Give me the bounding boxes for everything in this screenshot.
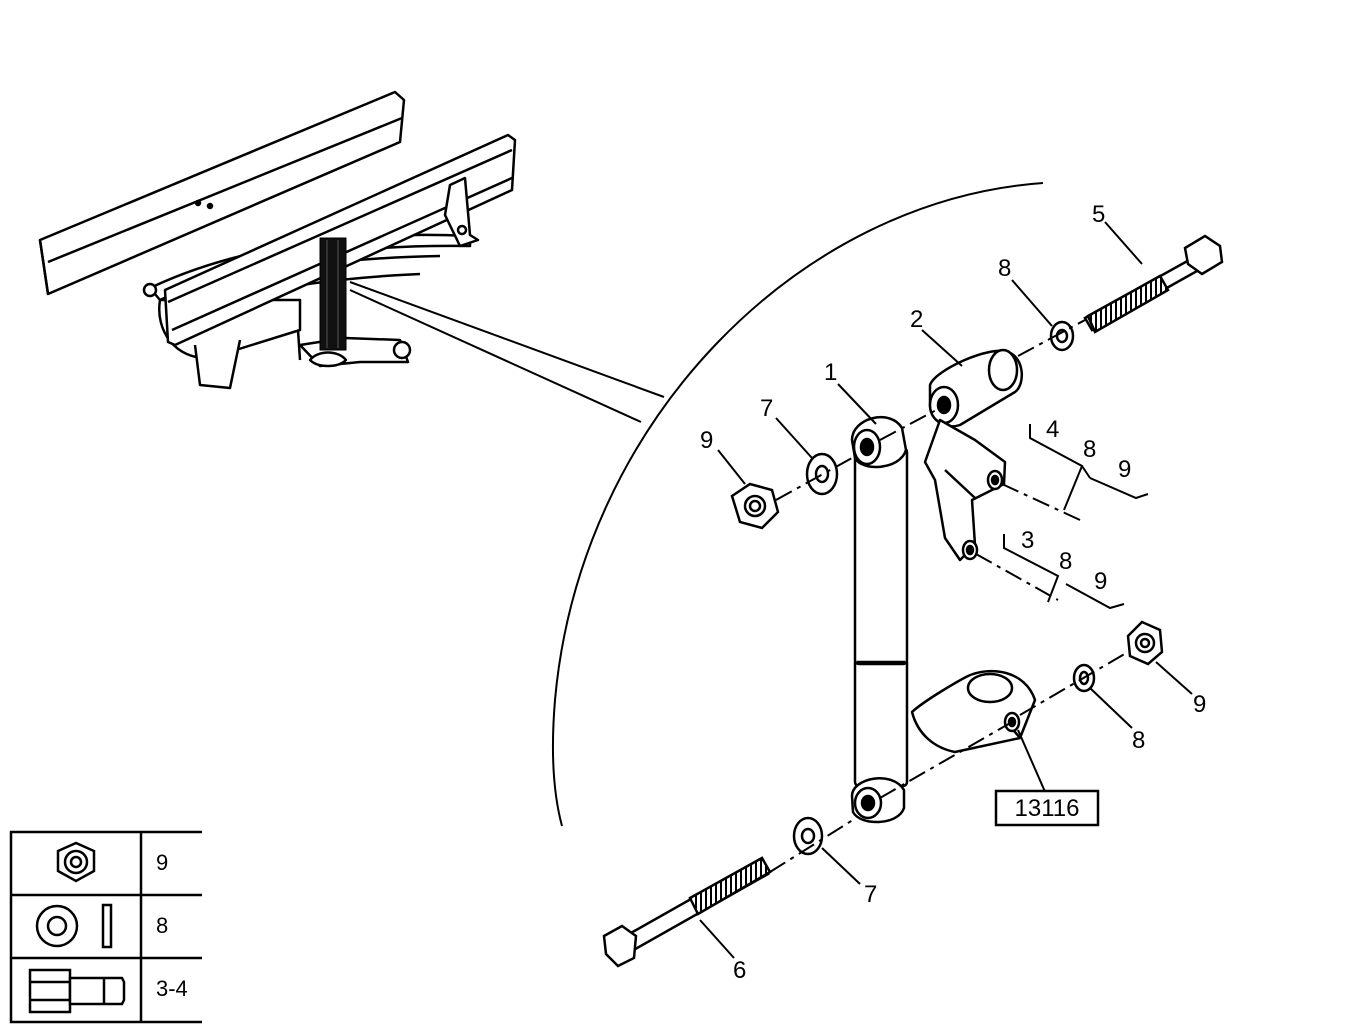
washer-icon <box>35 903 113 949</box>
reference-box: 13116 <box>994 789 1100 827</box>
nut-right <box>1126 620 1164 666</box>
bolt-icon <box>28 968 126 1014</box>
upper-bracket <box>923 348 1023 562</box>
hex-nut-icon <box>56 841 96 883</box>
callout-8-top: 8 <box>998 255 1011 282</box>
washers <box>792 320 1096 856</box>
legend-label-bolt: 3-4 <box>156 976 188 1001</box>
callout-1: 1 <box>824 359 837 386</box>
callout-9-mid2: 9 <box>1094 568 1107 595</box>
callout-9-left: 9 <box>700 427 713 454</box>
callout-7-top: 7 <box>760 395 773 422</box>
zoom-leader-lines <box>349 281 665 423</box>
reference-number: 13116 <box>1015 795 1080 822</box>
callout-9-right: 9 <box>1193 691 1206 718</box>
chassis-overview-illustration <box>38 90 517 390</box>
legend-label-nut: 9 <box>156 850 168 875</box>
callout-labels: 1 2 5 8 7 9 4 8 9 3 8 9 9 8 7 6 <box>700 201 1206 984</box>
callout-3: 3 <box>1021 527 1034 554</box>
callout-leader-lines <box>699 221 1193 959</box>
callout-6: 6 <box>733 957 746 984</box>
legend-labels: 9 8 3-4 <box>156 850 188 1001</box>
legend-label-washer: 8 <box>156 913 168 938</box>
bolt-5 <box>1083 234 1224 334</box>
detail-view-arc <box>552 182 1044 827</box>
assembly-axis-lines <box>769 319 1129 873</box>
nut-left <box>730 482 780 530</box>
callout-9-mid1: 9 <box>1118 456 1131 483</box>
callout-5: 5 <box>1092 201 1105 228</box>
callout-8-mid1: 8 <box>1083 436 1096 463</box>
callout-7-bottom: 7 <box>864 881 877 908</box>
callout-8-bottom: 8 <box>1132 727 1145 754</box>
callout-4: 4 <box>1046 416 1059 443</box>
bolt-6 <box>602 856 772 968</box>
fastener-legend <box>9 830 202 1024</box>
callout-8-mid2: 8 <box>1059 548 1072 575</box>
lower-bracket <box>910 669 1037 754</box>
shock-absorber <box>850 415 909 824</box>
callout-2: 2 <box>910 306 923 333</box>
